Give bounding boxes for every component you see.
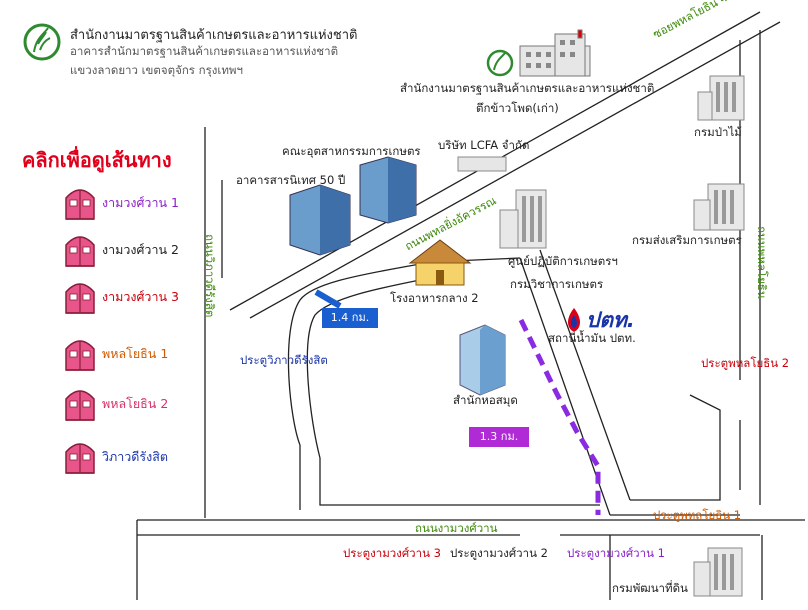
label-agri-ext: กรมส่งเสริมการเกษตร bbox=[632, 233, 742, 247]
gate-ngam-1: ประตูงามวงศ์วาน 1 bbox=[567, 546, 665, 560]
land-dev-building-icon bbox=[693, 547, 743, 597]
gate-door-icon bbox=[65, 189, 95, 220]
forestry-building-icon bbox=[697, 75, 745, 121]
gate-phahon-1: ประตูพหลโยธิน 1 bbox=[653, 508, 742, 522]
org-building: อาคารสำนักมาตรฐานสินค้าเกษตรและอาหารแห่ง… bbox=[70, 44, 339, 58]
org-address: แขวงลาดยาว เขตจตุจักร กรุงเทพฯ bbox=[70, 63, 243, 77]
gate-phahon-2: ประตูพหลโยธิน 2 bbox=[701, 356, 790, 370]
label-central-lab: ศูนย์ปฏิบัติการเกษตรฯ bbox=[508, 254, 618, 268]
label-ptt-station: สถานีน้ำมัน ปตท. bbox=[548, 331, 636, 345]
label-forestry: กรมป่าไม้ bbox=[694, 125, 742, 139]
route-menu-label: พหลโยธิน 2 bbox=[102, 396, 169, 411]
faculty-tower-icon bbox=[289, 156, 417, 256]
route-menu-item[interactable]: งามวงศ์วาน 2 bbox=[64, 233, 179, 267]
road-ngamwongwan: ถนนงามวงศ์วาน bbox=[415, 521, 498, 535]
gate-door-icon bbox=[65, 236, 95, 267]
gate-door-icon bbox=[65, 390, 95, 421]
route-menu-item[interactable]: งามวงศ์วาน 3 bbox=[64, 280, 179, 314]
gate-door-icon bbox=[65, 283, 95, 314]
route-menu-label: งามวงศ์วาน 2 bbox=[102, 242, 179, 257]
ptt-logo-icon bbox=[568, 308, 580, 332]
route-menu-label: งามวงศ์วาน 3 bbox=[102, 289, 179, 304]
label-library: สำนักหอสมุด bbox=[453, 393, 518, 407]
purple-route bbox=[518, 318, 601, 515]
old-building-icon bbox=[519, 29, 591, 77]
route-menu-label: พหลโยธิน 1 bbox=[102, 346, 169, 361]
gate-vibhavadi: ประตูวิภาวดีรังสิต bbox=[240, 353, 328, 367]
label-lcfa: บริษัท LCFA จำกัด bbox=[438, 138, 530, 152]
distance-purple-badge: 1.3 กม. bbox=[469, 427, 529, 447]
agri-ext-building-icon bbox=[693, 183, 745, 231]
label-agri-science: กรมวิชาการเกษตร bbox=[510, 277, 604, 291]
road-vibhavadi: ถนนวิภาวดีรังสิต bbox=[203, 234, 217, 318]
canteen-house-icon bbox=[408, 239, 472, 286]
gate-ngam-3: ประตูงามวงศ์วาน 3 bbox=[343, 546, 441, 560]
central-lab-building-icon bbox=[499, 189, 547, 249]
route-menu-label: วิภาวดีรังสิต bbox=[102, 449, 168, 464]
blue-route bbox=[314, 289, 342, 309]
label-building50: อาคารสารนิเทศ 50 ปี bbox=[236, 173, 346, 187]
route-menu-item[interactable]: พหลโยธิน 1 bbox=[64, 337, 168, 371]
route-menu-item[interactable]: วิภาวดีรังสิต bbox=[64, 440, 168, 474]
route-menu-title: คลิกเพื่อดูเส้นทาง bbox=[22, 148, 172, 172]
lcfa-building-icon bbox=[457, 156, 507, 172]
distance-blue-badge: 1.4 กม. bbox=[322, 308, 378, 328]
label-old-building: ตึกข้าวโพด(เก่า) bbox=[476, 101, 559, 115]
route-menu-item[interactable]: พหลโยธิน 2 bbox=[64, 387, 168, 421]
library-building-icon bbox=[459, 324, 506, 396]
acfs-logo-icon bbox=[23, 23, 61, 61]
ptt-logo-text: ปตท. bbox=[586, 308, 635, 332]
org-name: สำนักงานมาตรฐานสินค้าเกษตรและอาหารแห่งชา… bbox=[70, 28, 358, 43]
label-faculty: คณะอุตสาหกรรมการเกษตร bbox=[282, 144, 421, 158]
route-menu-item[interactable]: งามวงศ์วาน 1 bbox=[64, 186, 179, 220]
acfs-map-logo-icon bbox=[486, 49, 514, 77]
label-land-dev: กรมพัฒนาที่ดิน bbox=[612, 581, 688, 595]
gate-door-icon bbox=[65, 340, 95, 371]
label-acfs-old: สำนักงานมาตรฐานสินค้าเกษตรและอาหารแห่งชา… bbox=[400, 81, 655, 95]
gate-ngam-2: ประตูงามวงศ์วาน 2 bbox=[450, 546, 548, 560]
chatuchak-road-edge-b bbox=[249, 21, 781, 319]
route-menu-label: งามวงศ์วาน 1 bbox=[102, 195, 179, 210]
gate-door-icon bbox=[65, 443, 95, 474]
label-canteen: โรงอาหารกลาง 2 bbox=[390, 291, 479, 305]
road-phahonyothin: ถนนพหลโยธิน bbox=[755, 226, 769, 299]
